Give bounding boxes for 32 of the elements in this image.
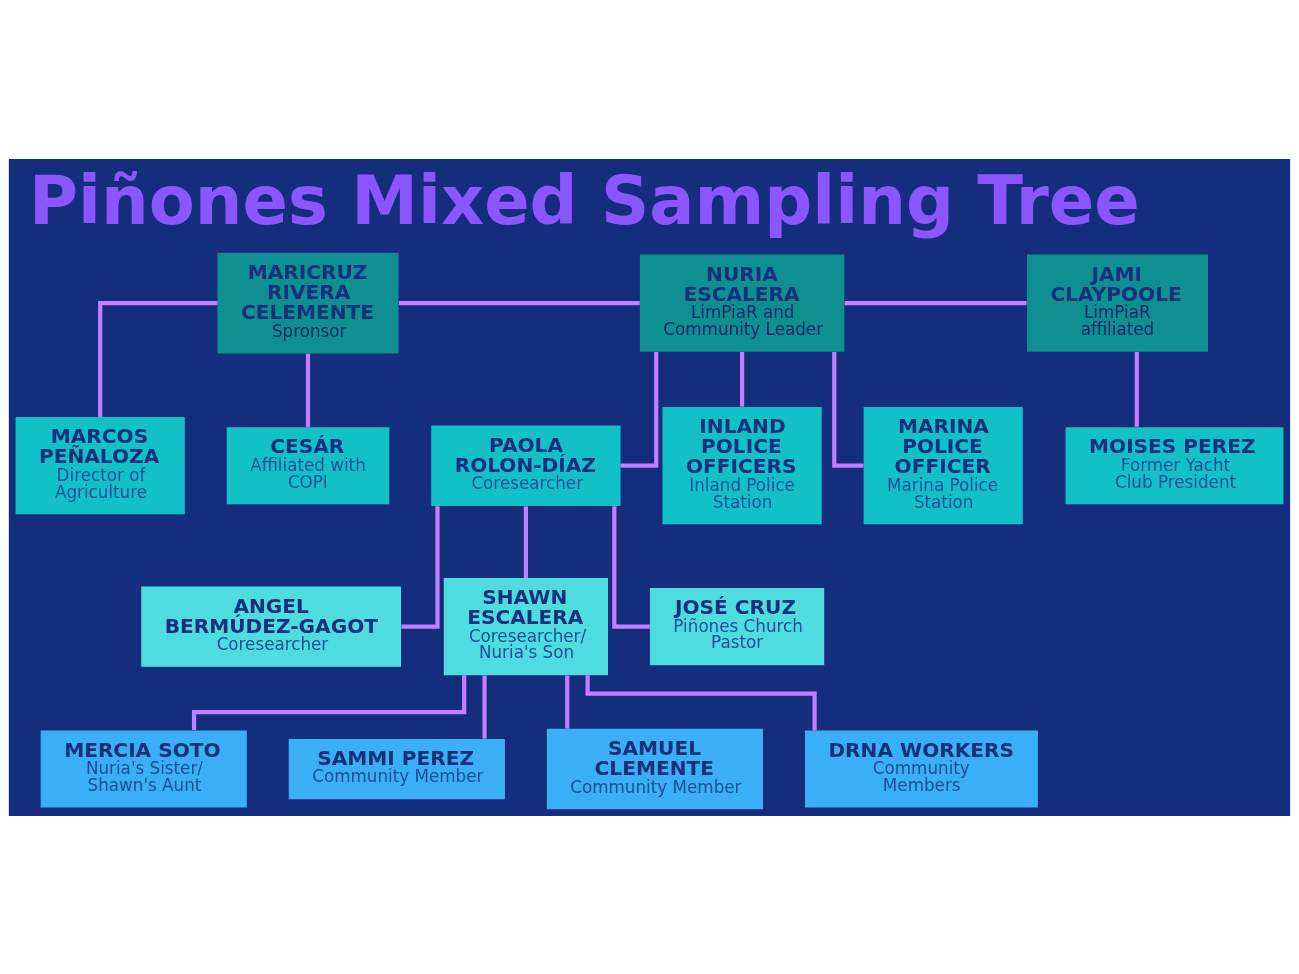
node-box: SHAWN ESCALERA Coresearcher/ Nuria's Son [443,577,608,675]
node-box: DRNA WORKERS Community Members [804,730,1038,808]
connector [620,351,659,468]
connector [844,300,1027,305]
node-box: ANGEL BERMÚDEZ-GAGOT Coresearcher [141,585,402,667]
node-box: SAMUEL CLEMENTE Community Member [546,728,764,809]
node-box: SAMMI PEREZ Community Member [288,738,505,799]
connector [305,353,311,427]
node-box: JAMI CLAYPOOLE LimPiaR affiliated [1027,254,1209,352]
connector [401,505,440,629]
connector [1134,351,1139,427]
connector [585,674,817,730]
connector [740,351,745,407]
node-box: CESÁR Affiliated with COPI [226,426,390,504]
node-box: INLAND POLICE OFFICERS Inland Police Station [662,406,822,524]
connector [399,300,640,305]
connector [191,674,467,730]
connector [565,675,570,728]
connector [482,675,487,739]
connector [612,505,650,629]
node-box: JOSÉ CRUZ Piñones Church Pastor [649,587,825,665]
node-box: MARINA POLICE OFFICER Marina Police Station [863,406,1023,524]
node-box: MARICRUZ RIVERA CELEMENTE Spronsor [217,252,399,353]
node-box: MARCOS PEÑALOZA Director of Agriculture [15,416,185,514]
connector [523,505,528,578]
connector [832,351,864,468]
node-box: PAOLA ROLON-DÍAZ Coresearcher [431,425,621,506]
diagram-title: Piñones Mixed Sampling Tree [28,161,1140,240]
node-box: MOISES PEREZ Former Yacht Club President [1065,426,1284,504]
node-box: NURIA ESCALERA LimPiaR and Community Leader [639,254,845,352]
node-box: MERCIA SOTO Nuria's Sister/ Shawn's Aunt [40,730,247,808]
connector [98,300,218,417]
